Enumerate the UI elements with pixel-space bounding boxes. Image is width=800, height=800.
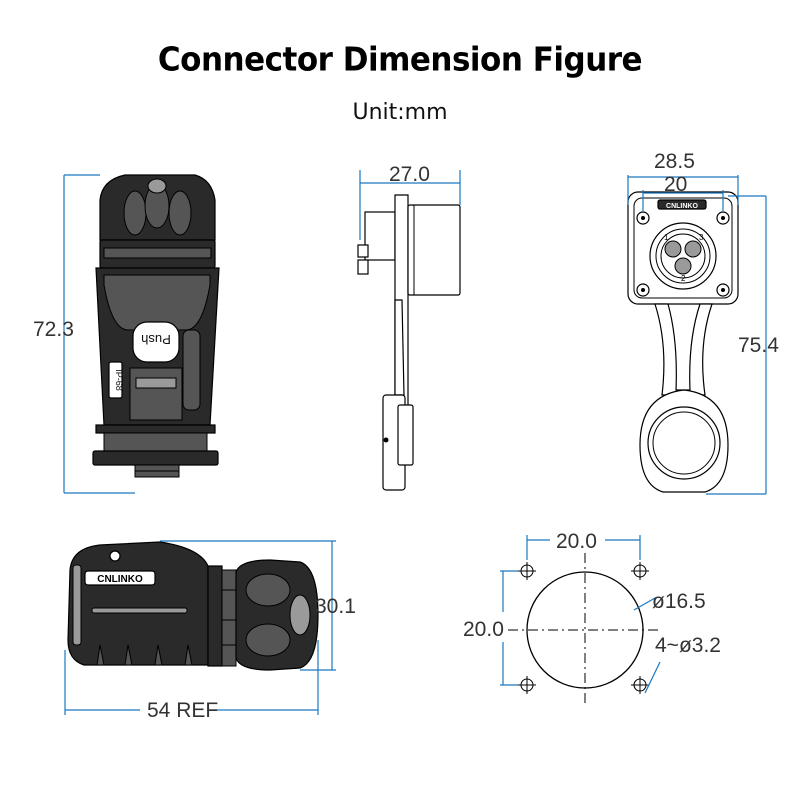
side-rear-body — [364, 211, 396, 261]
page-title: Connector Dimension Figure — [157, 41, 643, 79]
cap-grip-1 — [123, 190, 147, 236]
pin-3-label: 3 — [699, 233, 704, 242]
front-brand-strip — [182, 329, 201, 411]
pin-1 — [664, 240, 682, 258]
dim-panel-inner-width: 20 — [664, 173, 687, 196]
dim-cutout-diameter: ø16.5 — [652, 590, 706, 613]
side-rear-tab-2 — [357, 259, 369, 275]
side-rear-tab — [357, 244, 369, 258]
plug-nut-2 — [221, 569, 237, 667]
unit-label: Unit:mm — [352, 100, 448, 125]
front-lower-rib — [135, 377, 177, 389]
side-view — [357, 170, 461, 491]
panel-cap-strap — [654, 303, 713, 396]
cutout-view — [500, 535, 662, 707]
dim-mount-holes: 4~ø3.2 — [655, 634, 721, 657]
front-view: Push IP-68 — [63, 174, 220, 494]
dim-plug-length: 54 REF — [147, 699, 218, 722]
cap-grip-3 — [168, 190, 192, 236]
pin-1-label: 1 — [664, 233, 669, 242]
plug-body — [67, 541, 209, 666]
dim-cutout-spacing-x: 20.0 — [556, 530, 597, 553]
side-cap-strap — [394, 299, 405, 396]
dim-cutout-spacing-y: 20.0 — [463, 618, 504, 641]
front-nut-top — [95, 424, 216, 434]
pin-2-label: 2 — [681, 274, 686, 283]
plug-cap-grip-1 — [245, 573, 291, 607]
front-flange — [92, 450, 219, 466]
pin-3 — [684, 240, 702, 258]
panel-view: CNLINKO 1 3 2 — [627, 175, 767, 495]
panel-brand-text: CNLINKO — [666, 203, 698, 210]
dim-side-depth: 27.0 — [389, 163, 430, 186]
panel-brand-plate — [657, 199, 707, 210]
plug-brand-plate — [84, 570, 156, 586]
front-nut — [103, 432, 208, 452]
pin-2 — [674, 257, 692, 275]
dim-panel-total-height: 75.4 — [738, 334, 779, 357]
ip-rating-text: IP-68 — [114, 369, 124, 391]
panel-socket-outer — [649, 222, 717, 290]
plug-cap-grip-2 — [245, 623, 291, 657]
dim-plug-height: 30.1 — [315, 595, 356, 618]
plug-brand-text: CNLINKO — [97, 574, 143, 585]
dim-panel-outer-width: 28.5 — [654, 150, 695, 173]
front-lower-body — [129, 367, 183, 421]
cutout-circle — [526, 571, 644, 689]
collar-band — [103, 247, 212, 259]
plug-latch-dot — [109, 550, 121, 562]
plug-nut — [207, 565, 223, 667]
ip-label-plate — [108, 361, 123, 399]
dim-front-height: 72.3 — [33, 318, 74, 341]
side-cap-lip — [397, 404, 414, 466]
plug-side-rib — [91, 607, 188, 614]
side-front-body — [407, 204, 461, 296]
push-latch — [132, 321, 180, 363]
plug-cap-grip-3 — [289, 594, 311, 636]
plug-front-edge — [72, 564, 82, 646]
cap-grip-top — [147, 178, 167, 194]
push-text: Push — [141, 332, 171, 347]
dust-cap-ring — [647, 406, 721, 480]
plug-view: CNLINKO — [64, 540, 336, 715]
housing-shoulder — [103, 274, 211, 331]
